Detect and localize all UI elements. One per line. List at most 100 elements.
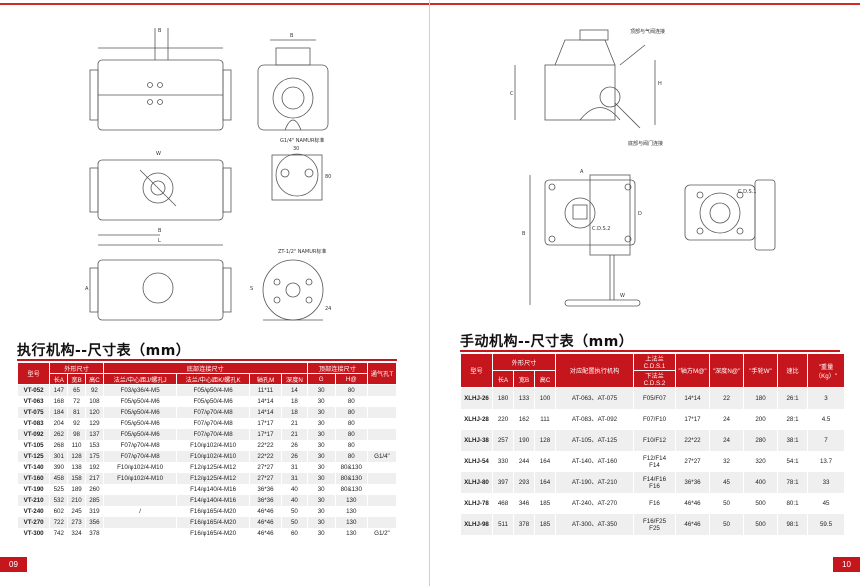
table-cell: 285 [84,495,104,506]
table-cell: 24 [709,409,745,430]
table-cell: F16 [633,493,677,514]
table-cell: 21 [281,418,308,429]
table-cell: 30 [306,484,336,495]
table-cell [366,440,398,451]
table-cell: 133 [513,387,535,409]
th-top: 顶部连接尺寸 [306,362,368,374]
cds2-label: C.D.S.2 [592,226,610,232]
table-cell: 189 [67,484,86,495]
table-cell: 32 [709,451,745,472]
table-cell: 22 [709,387,745,409]
th-outline: 外形尺寸 [49,362,104,374]
th-sub: 高C [84,373,104,385]
table-cell: 100 [533,387,557,409]
table-cell: 21 [281,429,308,440]
table-cell [102,517,178,528]
dim-label-w: W [156,151,161,157]
table-cell: 138 [67,462,86,473]
table-cell: 130 [334,506,368,517]
table-cell: 22*22 [248,440,283,451]
table-cell: 26 [281,440,308,451]
model-cell: VT-240 [16,506,51,517]
table-cell: F10/F12 [633,430,677,451]
table-cell: 204 [49,418,69,429]
table-cell: 217 [84,473,104,484]
table-cell [366,495,398,506]
title-underline [17,359,397,361]
table-cell [366,506,398,517]
table-cell: 18 [281,396,308,407]
table-cell: 26:1 [777,387,809,409]
table-cell: 30 [306,396,336,407]
table-cell [366,484,398,495]
table-cell: 468 [492,493,514,514]
table-cell: 268 [49,440,69,451]
table-cell [366,418,398,429]
table-cell: 525 [49,484,69,495]
actuator-table-title: 执行机构--尺寸表（mm） [17,343,191,359]
flange-note-1: G1/4" NAMUR标准 [280,137,324,144]
dim-label-d: D [638,211,642,217]
table-cell: F16/φ165/4-M20 [176,517,250,528]
model-cell: XLHJ-38 [460,430,493,451]
table-cell: F12/φ125/4-M12 [176,462,250,473]
table-cell: 158 [67,473,86,484]
th-match: 对应配置执行机构 [555,353,635,388]
right-page: 顶部与气阀连接 底部与阀门连接 C H A B W D C.D.S.1 C.D.… [430,0,860,586]
table-cell: 147 [49,384,69,396]
table-cell: 46*46 [248,506,283,517]
table-cell [366,517,398,528]
th-sub: 轴孔M [248,373,283,385]
th-model: 型号 [460,353,493,388]
table-cell: 262 [49,429,69,440]
th-sub: 长A [492,370,514,388]
table-cell: 722 [49,517,69,528]
table-cell: 80 [334,384,368,396]
dim-label-b: B [158,228,162,234]
table-cell: 36*36 [248,484,283,495]
table-cell: 31 [281,473,308,484]
th-sub: 高C [533,370,557,388]
table-cell: 397 [492,472,514,493]
table-cell: 184 [49,407,69,418]
table-cell: AT-083、AT-092 [555,409,635,430]
table-cell: 50 [709,514,745,535]
table-cell: 30 [306,429,336,440]
dim-label-w: W [620,293,625,299]
th-sub: 法兰/中心距J/螺孔J [102,373,178,385]
table-cell: 185 [533,493,557,514]
table-cell: F16/φ165/4-M20 [176,506,250,517]
table-cell: / [102,506,178,517]
th-ratio: 速比 [777,353,809,388]
table-cell: 210 [67,495,86,506]
th-model: 型号 [16,362,51,385]
table-cell: 220 [492,409,514,430]
table-cell: 36*36 [248,495,283,506]
table-cell: 301 [49,451,69,462]
model-cell: VT-083 [16,418,51,429]
table-cell: 164 [533,472,557,493]
th-sub: G [306,373,336,385]
table-cell: 180 [492,387,514,409]
table-cell: 13.7 [807,451,846,472]
table-cell: 80&130 [334,484,368,495]
table-cell: 245 [67,506,86,517]
table-cell: 80 [334,418,368,429]
table-cell: 164 [533,451,557,472]
table-cell: 257 [492,430,514,451]
model-cell: VT-125 [16,451,51,462]
gearbox-drawings: 顶部与气阀连接 底部与阀门连接 C H A B W D C.D.S.1 C.D.… [510,28,776,307]
table-cell: 120 [84,407,104,418]
table-cell: F10/φ102/4-M10 [102,462,178,473]
table-cell: 390 [49,462,69,473]
table-cell: 92 [84,384,104,396]
table-cell: 30 [306,528,336,539]
model-cell: VT-210 [16,495,51,506]
